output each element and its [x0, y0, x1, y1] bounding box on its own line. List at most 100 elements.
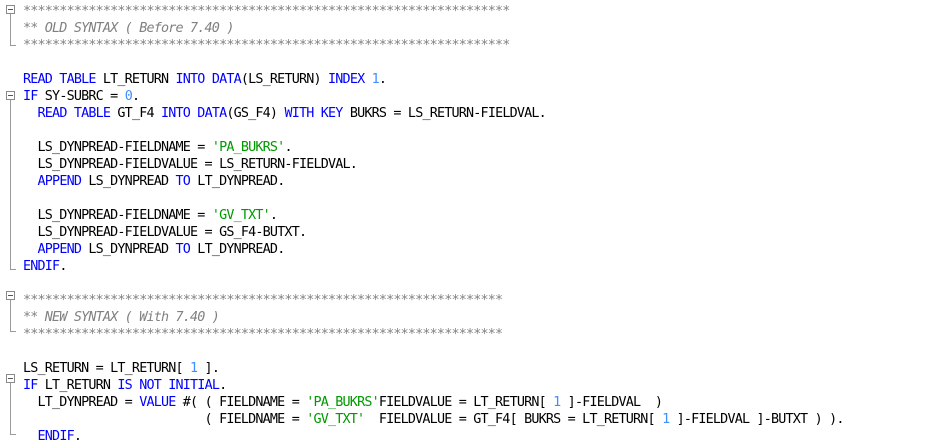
code-line[interactable]: ****************************************… [23, 3, 510, 20]
fold-guide-end [10, 434, 16, 435]
code-token: ****************************************… [23, 327, 503, 342]
code-token: LS_DYNPREAD-FIELDNAME = [23, 208, 212, 223]
fold-toggle-if-block-icon[interactable] [6, 91, 15, 100]
code-token: GT_F4 [110, 106, 161, 121]
fold-guide-line [10, 100, 11, 269]
code-token: INTO DATA [161, 106, 227, 121]
code-token: ****************************************… [23, 38, 510, 53]
code-token: FIELDVALUE = GT_F4[ BUKRS = LT_RETURN[ [364, 412, 663, 427]
code-token: FIELDVALUE = LT_RETURN[ [378, 395, 554, 410]
code-token: LT_RETURN [95, 72, 176, 87]
code-token: LT_RETURN [37, 378, 118, 393]
code-token: ENDIF [37, 429, 75, 444]
code-token: READ TABLE [37, 106, 111, 121]
fold-toggle-new-comment-icon[interactable] [6, 291, 15, 300]
code-line[interactable]: APPEND LS_DYNPREAD TO LT_DYNPREAD. [23, 241, 286, 258]
code-line[interactable]: READ TABLE LT_RETURN INTO DATA(LS_RETURN… [23, 71, 387, 88]
code-token: INTO DATA [175, 72, 242, 87]
code-token: ]-FIELDVAL ]-BUTXT ) ). [669, 412, 845, 427]
code-token: TO [175, 242, 191, 257]
code-line[interactable]: APPEND LS_DYNPREAD TO LT_DYNPREAD. [23, 173, 286, 190]
code-token: LS_DYNPREAD-FIELDVALUE = GS_F4-BUTXT. [23, 225, 308, 240]
code-token: 1 [662, 412, 670, 427]
code-token: #( ( FIELDNAME = [175, 395, 307, 410]
code-line[interactable]: LS_DYNPREAD-FIELDNAME = 'GV_TXT'. [23, 207, 279, 224]
fold-toggle-old-comment-icon[interactable] [6, 5, 15, 14]
code-line[interactable]: ENDIF. [23, 428, 82, 445]
code-token: (GS_F4) [226, 106, 285, 121]
code-token: ****************************************… [23, 293, 503, 308]
fold-guide-end [10, 45, 16, 46]
code-token: . [269, 208, 278, 223]
code-token [364, 72, 371, 87]
fold-guide-line [10, 300, 11, 331]
code-line[interactable]: ENDIF. [23, 258, 67, 275]
code-line[interactable]: LS_DYNPREAD-FIELDNAME = 'PA_BUKRS'. [23, 139, 293, 156]
code-token: IF [23, 89, 38, 104]
code-token: LS_DYNPREAD [81, 174, 176, 189]
code-line[interactable]: IF LT_RETURN IS NOT INITIAL. [23, 377, 227, 394]
code-line[interactable]: LS_DYNPREAD-FIELDVALUE = GS_F4-BUTXT. [23, 224, 308, 241]
code-token: LT_DYNPREAD. [190, 242, 285, 257]
code-token: ** OLD SYNTAX ( Before 7.40 ) [23, 21, 234, 36]
code-token: ]. [197, 361, 220, 376]
code-token: LS_DYNPREAD-FIELDVALUE = LS_RETURN-FIELD… [23, 157, 358, 172]
fold-guide-end [10, 269, 16, 270]
code-token: LS_DYNPREAD [81, 242, 176, 257]
code-line[interactable]: LS_DYNPREAD-FIELDVALUE = LS_RETURN-FIELD… [23, 156, 358, 173]
code-line[interactable]: ** OLD SYNTAX ( Before 7.40 ) [23, 20, 234, 37]
fold-guide-end [10, 331, 16, 332]
code-token: WITH KEY [284, 106, 343, 121]
code-token: . [59, 259, 67, 274]
code-token: . [219, 378, 227, 393]
code-token: ENDIF [23, 259, 60, 274]
fold-guide-line [10, 14, 11, 45]
fold-toggle-if-new-block-icon[interactable] [6, 374, 15, 383]
code-line[interactable]: ****************************************… [23, 37, 510, 54]
code-token [23, 242, 38, 257]
code-token: . [131, 89, 140, 104]
code-token: LS_DYNPREAD-FIELDNAME = [23, 140, 212, 155]
code-line[interactable]: ****************************************… [23, 292, 503, 309]
code-token: IS NOT INITIAL [117, 378, 220, 393]
code-line[interactable]: READ TABLE GT_F4 INTO DATA(GS_F4) WITH K… [23, 105, 547, 122]
code-token: 1 [190, 361, 198, 376]
code-token: 'PA_BUKRS' [211, 140, 285, 155]
code-token: LT_DYNPREAD. [190, 174, 285, 189]
fold-guide-line [10, 383, 11, 434]
code-line[interactable]: ( FIELDNAME = 'GV_TXT' FIELDVALUE = GT_F… [23, 411, 845, 428]
code-token: APPEND [37, 174, 82, 189]
code-token: . [378, 72, 387, 87]
code-token: 1 [371, 72, 380, 87]
code-token: (LS_RETURN) [240, 72, 329, 87]
code-token: IF [23, 378, 38, 393]
code-token: TO [175, 174, 191, 189]
code-token: ** NEW SYNTAX ( With 7.40 ) [23, 310, 220, 325]
code-line[interactable]: IF SY-SUBRC = 0. [23, 88, 140, 105]
code-token [23, 174, 38, 189]
code-token: INDEX [328, 72, 365, 87]
code-token: LS_RETURN = LT_RETURN[ [23, 361, 191, 376]
code-token: BUKRS = LS_RETURN-FIELDVAL. [342, 106, 547, 121]
code-token: APPEND [37, 242, 82, 257]
code-line[interactable]: ** NEW SYNTAX ( With 7.40 ) [23, 309, 220, 326]
code-token: 'PA_BUKRS' [306, 395, 379, 410]
code-token: 'GV_TXT' [306, 412, 365, 427]
code-token: LT_DYNPREAD = [23, 395, 140, 410]
code-token: 1 [553, 395, 561, 410]
code-token: ****************************************… [23, 4, 510, 19]
code-token: VALUE [139, 395, 176, 410]
code-token: 'GV_TXT' [211, 208, 271, 223]
code-line[interactable]: LT_DYNPREAD = VALUE #( ( FIELDNAME = 'PA… [23, 394, 663, 411]
code-token [23, 106, 38, 121]
code-token: ]-FIELDVAL ) [560, 395, 663, 410]
code-token: SY-SUBRC = [37, 89, 125, 104]
code-token: READ TABLE [23, 72, 96, 87]
code-token: . [73, 429, 82, 444]
code-line[interactable]: ****************************************… [23, 326, 503, 343]
code-token [23, 429, 38, 444]
code-token: . [284, 140, 292, 155]
code-line[interactable]: LS_RETURN = LT_RETURN[ 1 ]. [23, 360, 220, 377]
code-token: ( FIELDNAME = [23, 412, 307, 427]
